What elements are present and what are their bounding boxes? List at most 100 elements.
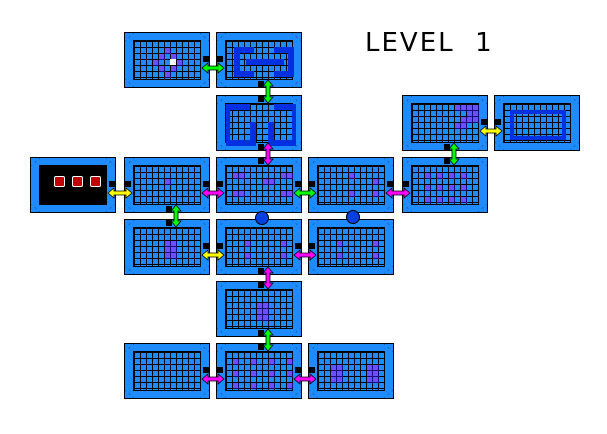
- doorway: [217, 56, 223, 62]
- doorway: [125, 181, 131, 187]
- room-floor: [317, 227, 385, 267]
- block-tile: [461, 185, 467, 191]
- door-connector-arrow: [479, 125, 503, 137]
- block-tile: [455, 123, 461, 129]
- block-tile: [461, 197, 467, 203]
- room-floor: [225, 351, 293, 391]
- room-floor: [317, 351, 385, 391]
- room-floor: [133, 227, 201, 267]
- block-tile: [171, 253, 177, 259]
- doorway: [217, 181, 223, 187]
- doorway: [495, 119, 501, 125]
- room-floor: [39, 165, 107, 205]
- block-tile: [233, 173, 239, 179]
- door-connector-arrow: [262, 142, 274, 166]
- block-tile: [331, 377, 337, 383]
- dungeon-room: [402, 95, 488, 151]
- door-connector-arrow: [448, 142, 460, 166]
- block-tile: [257, 303, 263, 309]
- block-tile: [257, 309, 263, 315]
- block-tile: [251, 383, 257, 389]
- block-tile: [373, 179, 379, 185]
- doorway: [258, 158, 264, 164]
- doorway: [258, 330, 264, 336]
- doorway: [295, 181, 301, 187]
- block-tile: [165, 253, 171, 259]
- water-tile: [250, 122, 256, 140]
- room-floor: [133, 40, 201, 80]
- dungeon-room: [216, 95, 302, 151]
- block-tile: [373, 365, 379, 371]
- doorway: [309, 367, 315, 373]
- block-tile: [367, 371, 373, 377]
- door-connector-arrow: [201, 62, 225, 74]
- doorway: [203, 243, 209, 249]
- dungeon-room: [124, 343, 210, 399]
- water-tile: [226, 104, 230, 146]
- door-connector-arrow: [107, 187, 133, 199]
- block-tile: [437, 173, 443, 179]
- water-tile: [234, 71, 254, 77]
- block-tile: [251, 359, 257, 365]
- block-tile: [449, 173, 455, 179]
- dungeon-room: [124, 219, 210, 275]
- doorway: [403, 181, 409, 187]
- block-tile: [349, 191, 355, 197]
- block-tile: [287, 173, 293, 179]
- dungeon-room: [124, 32, 210, 88]
- dungeon-room: [308, 343, 394, 399]
- block-tile: [281, 253, 287, 259]
- doorway: [444, 158, 450, 164]
- room-floor: [225, 40, 294, 80]
- dungeon-room: [402, 157, 488, 213]
- block-tile: [177, 60, 183, 66]
- water-tile: [268, 122, 274, 140]
- doorway: [481, 119, 487, 125]
- door-connector-arrow: [201, 373, 225, 385]
- dungeon-room: [494, 95, 580, 151]
- doorway: [203, 56, 209, 62]
- block-tile: [233, 371, 239, 377]
- dungeon-room: [216, 281, 302, 337]
- doorway: [109, 181, 115, 187]
- block-tile: [251, 371, 257, 377]
- room-floor: [411, 165, 479, 205]
- doorway: [258, 144, 264, 150]
- dungeon-room: [308, 157, 394, 213]
- bomb-icon: [255, 211, 269, 225]
- dungeon-room: [216, 343, 302, 399]
- dungeon-room: [124, 157, 210, 213]
- room-floor: [133, 351, 201, 391]
- water-tile: [562, 110, 566, 140]
- block-tile: [373, 253, 379, 259]
- block-tile: [373, 377, 379, 383]
- water-tile: [274, 47, 294, 53]
- water-tile: [268, 140, 296, 146]
- doorway: [295, 367, 301, 373]
- door-connector-arrow: [262, 266, 274, 290]
- block-tile: [263, 309, 269, 315]
- block-tile: [467, 105, 473, 111]
- door-connector-arrow: [293, 373, 317, 385]
- block-tile: [239, 191, 245, 197]
- block-tile: [171, 247, 177, 253]
- block-tile: [467, 111, 473, 117]
- water-tile: [234, 47, 240, 77]
- block-tile: [337, 241, 343, 247]
- block-tile: [337, 253, 343, 259]
- water-tile: [288, 47, 294, 77]
- block-tile: [473, 117, 479, 123]
- block-tile: [287, 383, 293, 389]
- water-tile: [292, 104, 296, 146]
- block-tile: [467, 117, 473, 123]
- doorway: [258, 268, 264, 274]
- block-tile: [269, 179, 275, 185]
- block-tile: [281, 191, 287, 197]
- block-tile: [367, 365, 373, 371]
- room-floor: [225, 289, 293, 329]
- block-tile: [461, 105, 467, 111]
- block-tile: [349, 173, 355, 179]
- water-tile: [510, 136, 566, 140]
